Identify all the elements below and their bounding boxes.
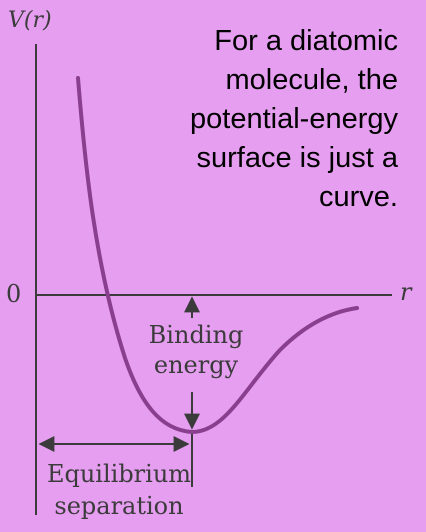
binding-energy-label-line: energy [153,351,239,379]
caption-line: curve. [319,181,398,213]
caption: For a diatomic molecule, the potential-e… [118,22,398,217]
y-axis-label: V(r) [8,8,52,33]
potential-curve [76,76,359,435]
caption-line: potential-energy [190,103,398,135]
r-axis-label: r [400,278,412,306]
equilibrium-separation-label-line: separation [54,492,184,520]
binding-energy-label-line: Binding [148,321,244,349]
zero-label: 0 [6,280,22,308]
caption-line: molecule, the [225,64,399,96]
caption-line: For a diatomic [214,25,398,57]
equilibrium-separation-label: Equilibrium separation [40,458,198,522]
binding-energy-label: Binding energy [142,320,250,380]
caption-line: surface is just a [196,142,398,174]
equilibrium-separation-label-line: Equilibrium [46,460,192,488]
